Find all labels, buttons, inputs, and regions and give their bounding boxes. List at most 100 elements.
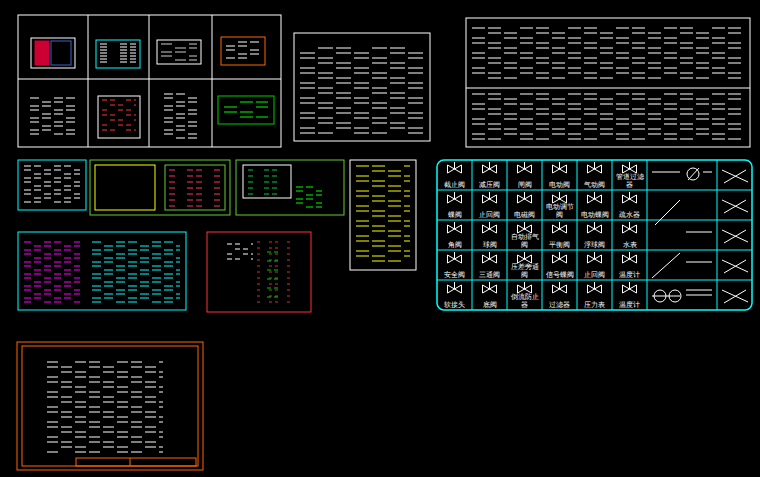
cad-line	[274, 252, 278, 253]
cad-line	[131, 407, 142, 408]
cad-line	[34, 282, 41, 283]
cad-line	[116, 258, 125, 259]
cad-line	[408, 68, 423, 69]
cad-line	[472, 94, 485, 95]
legend-cell-text: 平衡阀	[543, 242, 576, 249]
cad-line	[104, 294, 113, 295]
cad-line	[34, 286, 41, 287]
cad-line	[336, 78, 351, 79]
cad-line	[54, 134, 63, 135]
cad-line	[584, 109, 597, 110]
cad-line	[648, 48, 661, 49]
cad-line	[648, 99, 661, 100]
cad-line	[104, 250, 113, 251]
cad-line	[287, 302, 290, 303]
cad-line	[632, 58, 645, 59]
cad-line	[648, 68, 661, 69]
cad-line	[64, 250, 71, 251]
cad-line	[372, 88, 387, 89]
cad-line	[131, 442, 142, 443]
cad-line	[472, 124, 485, 125]
cad-line	[145, 402, 156, 403]
cad-line	[524, 252, 525, 259]
cad-line	[568, 38, 581, 39]
cad-line	[336, 63, 351, 64]
cad-line	[140, 262, 149, 263]
cad-line	[47, 362, 58, 363]
cad-line	[64, 202, 71, 203]
cad-line	[272, 188, 277, 189]
cad-line	[520, 119, 533, 120]
cad-line	[140, 246, 149, 247]
cad-line	[24, 190, 31, 191]
cad-line	[100, 53, 107, 54]
cad-line	[187, 170, 193, 171]
cad-line	[274, 261, 278, 262]
cad-line	[316, 191, 322, 192]
cad-line	[75, 407, 86, 408]
cad-line	[24, 166, 31, 167]
cad-line	[269, 248, 272, 249]
cad-line	[536, 58, 549, 59]
cad-line	[248, 170, 253, 171]
cad-line	[712, 68, 725, 69]
cad-line	[274, 297, 278, 298]
cad-line	[488, 63, 501, 64]
cad-line	[176, 250, 180, 251]
legend-cell-text: 底阀	[473, 302, 506, 309]
cad-line	[274, 279, 278, 280]
cad-line	[584, 48, 597, 49]
cad-line	[164, 106, 173, 107]
cad-line	[616, 53, 629, 54]
cad-line	[189, 60, 197, 61]
cad-line	[724, 170, 746, 183]
cad-line	[100, 176, 106, 177]
cad-line	[354, 88, 369, 89]
cad-line	[248, 176, 253, 177]
cad-line	[196, 206, 202, 207]
cad-line	[354, 53, 369, 54]
cad-line	[44, 186, 51, 187]
cad-line	[104, 274, 113, 275]
cad-line	[89, 362, 100, 363]
cad-line	[388, 176, 401, 177]
cad-line	[44, 270, 51, 271]
cad-line	[118, 188, 124, 189]
cad-line	[159, 402, 163, 403]
legend-cell-text: 减压阀	[473, 182, 506, 189]
cad-line	[568, 104, 581, 105]
cad-line	[272, 170, 277, 171]
cad-line	[257, 290, 260, 291]
cad-line	[600, 68, 613, 69]
cad-line	[568, 109, 581, 110]
cad-line	[169, 188, 175, 189]
cad-line	[390, 123, 405, 124]
cad-line	[536, 43, 549, 44]
cad-line	[140, 298, 149, 299]
cad-line	[356, 181, 369, 182]
cad-line	[257, 272, 260, 273]
cad-line	[75, 447, 86, 448]
cad-line	[130, 62, 136, 63]
legend-cell-text: 止回阀	[578, 272, 611, 279]
cad-line	[54, 242, 61, 243]
cad-line	[632, 33, 645, 34]
cad-line	[128, 242, 137, 243]
cad-line	[269, 290, 272, 291]
cad-line	[664, 134, 677, 135]
cad-line	[408, 83, 423, 84]
cad-line	[159, 417, 163, 418]
frame-rect	[76, 458, 196, 466]
cad-line	[24, 170, 31, 171]
cad-line	[275, 254, 278, 255]
cad-line	[472, 134, 485, 135]
cad-line	[568, 58, 581, 59]
cad-line	[54, 286, 61, 287]
cad-line	[390, 68, 405, 69]
cad-line	[552, 68, 565, 69]
cad-line	[251, 259, 253, 260]
cad-line	[24, 250, 31, 251]
cad-line	[696, 53, 709, 54]
cad-line	[404, 256, 410, 257]
cad-line	[648, 134, 661, 135]
